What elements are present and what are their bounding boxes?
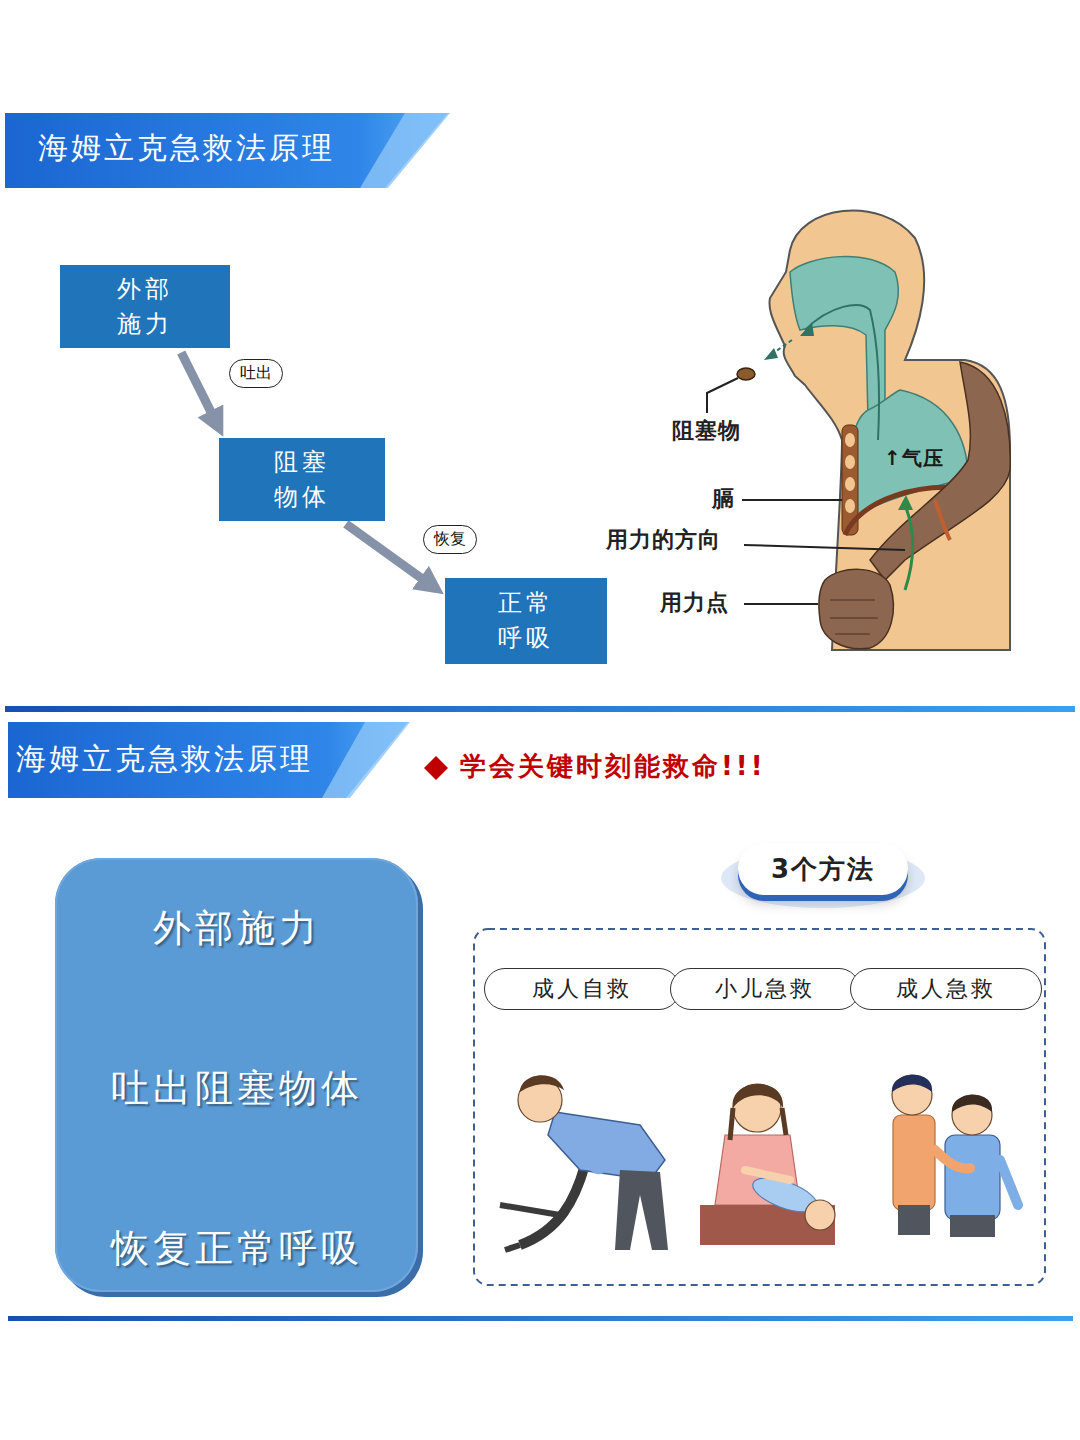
obstruction-object xyxy=(737,368,755,380)
node-text: 外部 施力 xyxy=(114,272,176,342)
node-text: 恢复正常呼吸 xyxy=(55,1223,418,1273)
part-label: 用力的方向 xyxy=(606,527,721,553)
node-text: 吐出阻塞物体 xyxy=(55,1063,418,1113)
process-box: 正常 呼吸 xyxy=(445,578,607,664)
adult-rescue-figure xyxy=(892,1075,1018,1237)
rescuer-arm xyxy=(870,362,1010,580)
heading-note: 海姆立克急救法原理 xyxy=(16,741,313,777)
tab-pill: 小儿急救 xyxy=(670,968,860,1010)
node-text: 外部施力 xyxy=(55,903,418,953)
arrowhead xyxy=(898,495,913,510)
leader-line xyxy=(744,603,818,605)
flow-arrow xyxy=(346,524,435,588)
tab-pill: 3个方法 xyxy=(738,843,908,895)
node-text: 成人急救 xyxy=(896,974,996,1004)
bullet-diamond xyxy=(424,756,448,780)
process-box: 阻塞 物体 xyxy=(219,438,385,521)
leader-line xyxy=(707,378,738,413)
patient-body xyxy=(769,210,1010,650)
part-label: 膈 xyxy=(712,486,735,512)
banner-stripe xyxy=(322,722,410,798)
child-rescue-figure xyxy=(700,1084,835,1245)
title-text: 海姆立克急救法原理 xyxy=(38,130,335,166)
force-direction-arrow xyxy=(905,505,913,590)
dashed-frame xyxy=(474,929,1045,1285)
separator-line xyxy=(8,1316,1073,1321)
part-label: ↑气压 xyxy=(884,446,944,470)
arm-band xyxy=(935,500,950,540)
process-box: 外部 施力 xyxy=(60,265,230,348)
node-text: 3个方法 xyxy=(771,852,875,887)
air-flow-arrow xyxy=(805,305,879,440)
tab-pill: 成人自救 xyxy=(484,968,680,1010)
flow-arrow xyxy=(181,352,218,426)
node-text: 小儿急救 xyxy=(715,974,815,1004)
part-label: 用力点 xyxy=(660,590,729,616)
airway xyxy=(790,257,898,420)
rescuer-fist xyxy=(819,569,894,648)
anatomy-illustration xyxy=(707,210,1010,650)
heading-note: 学会关键时刻能救命!!! xyxy=(460,751,766,782)
part-label: 阻塞物 xyxy=(672,418,741,444)
edge-label: 吐出 xyxy=(229,359,283,388)
node-text: 阻塞 物体 xyxy=(271,445,333,515)
arrowhead xyxy=(800,322,814,336)
leader-line xyxy=(742,499,842,501)
arrowhead xyxy=(764,348,778,360)
self-rescue-figure xyxy=(500,1075,668,1250)
banner-stripe xyxy=(360,113,450,188)
separator-line xyxy=(5,706,1075,712)
node-text: 成人自救 xyxy=(532,974,632,1004)
process-panel: 外部施力吐出阻塞物体恢复正常呼吸 xyxy=(55,858,418,1292)
edge-label: 恢复 xyxy=(423,525,477,554)
tab-pill: 成人急救 xyxy=(850,968,1042,1010)
node-text: 正常 呼吸 xyxy=(495,586,557,656)
leader-line xyxy=(744,545,905,550)
fist-fingers xyxy=(830,600,878,634)
